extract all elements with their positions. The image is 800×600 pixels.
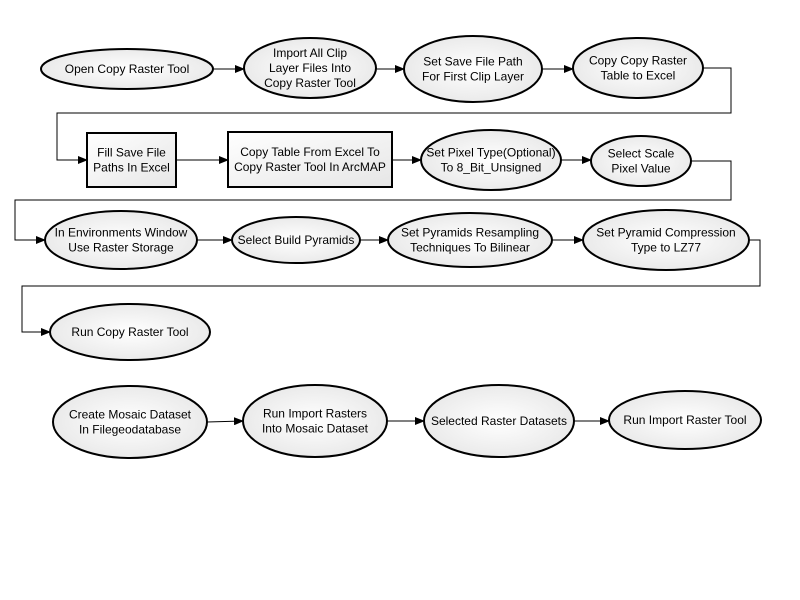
node-label-line: Select Build Pyramids [238,233,355,247]
node-shape-copy-table-from-excel [227,131,393,188]
node-label-select-build-pyramids: Select Build Pyramids [238,233,355,247]
node-label-line: To 8_Bit_Unsigned [441,161,542,175]
node-label-line: Table to Excel [601,69,676,83]
arrow-create-mosaic-dataset-to-run-import-rasters [206,417,244,426]
arrow-set-pyramid-compression-to-run-copy-raster-tool [21,239,761,336]
node-shape-fill-save-file-paths [86,132,177,188]
arrow-copy-raster-table-to-excel-to-fill-save-file-paths [56,67,732,164]
node-label-line: Run Import Rasters [263,407,367,421]
node-label-line: Select Scale [608,147,675,161]
node-shape-run-import-rasters [242,384,388,458]
node-shape-environments-raster-storage [44,210,198,270]
node-label-line: Paths In Excel [93,161,170,175]
node-label-line: Import All Clip [273,46,347,60]
node-label-line: Into Mosaic Dataset [262,422,369,436]
node-shape-create-mosaic-dataset [52,385,208,459]
node-run-import-raster-tool: Run Import Raster Tool [608,390,762,450]
node-label-line: Copy Raster Tool In ArcMAP [234,160,386,174]
node-label-line: Techniques To Bilinear [410,241,530,255]
node-shape-open-copy-raster-tool [40,48,214,90]
node-label-line: Set Pyramids Resampling [401,226,539,240]
node-shape-set-pixel-type [420,129,562,191]
node-label-line: Copy Copy Raster [589,54,687,68]
edges-layer [14,65,761,426]
node-label-open-copy-raster-tool: Open Copy Raster Tool [65,62,190,76]
node-label-line: Run Import Raster Tool [623,413,746,427]
node-label-line: Set Pyramid Compression [596,226,735,240]
node-shape-selected-raster-datasets [423,384,575,458]
node-label-line: Create Mosaic Dataset [69,408,192,422]
node-label-line: Copy Table From Excel To [240,145,380,159]
node-label-selected-raster-datasets: Selected Raster Datasets [431,414,567,428]
node-label-run-import-raster-tool: Run Import Raster Tool [623,413,746,427]
node-shape-set-pyramids-resampling [387,212,553,268]
node-label-line: Use Raster Storage [68,241,174,255]
node-label-line: Run Copy Raster Tool [71,325,188,339]
node-shape-run-copy-raster-tool [49,303,211,361]
node-shape-set-save-file-path [403,35,543,103]
node-label-line: Set Pixel Type(Optional) [426,146,555,160]
node-label-line: Fill Save File [97,146,166,160]
node-label-line: Selected Raster Datasets [431,414,567,428]
node-shape-copy-raster-table-to-excel [572,37,704,99]
node-shape-select-scale-pixel-value [590,135,692,187]
node-label-line: Copy Raster Tool [264,76,356,90]
node-label-line: Open Copy Raster Tool [65,62,190,76]
arrow-select-scale-pixel-value-to-environments-raster-storage [14,160,732,244]
node-label-line: In Environments Window [55,226,188,240]
node-open-copy-raster-tool: Open Copy Raster Tool [40,48,214,90]
node-label-line: Pixel Value [611,162,670,176]
node-shape-select-build-pyramids [231,216,361,264]
node-selected-raster-datasets: Selected Raster Datasets [423,384,575,458]
node-label-set-pixel-type: Set Pixel Type(Optional)To 8_Bit_Unsigne… [426,146,555,175]
node-select-build-pyramids: Select Build Pyramids [231,216,361,264]
node-label-line: Type to LZ77 [631,241,701,255]
node-shape-import-clip-layer-files [243,37,377,99]
node-set-pixel-type: Set Pixel Type(Optional)To 8_Bit_Unsigne… [420,129,562,191]
node-label-run-copy-raster-tool: Run Copy Raster Tool [71,325,188,339]
node-label-line: Set Save File Path [423,55,522,69]
node-label-line: Layer Files Into [269,61,351,75]
node-run-copy-raster-tool: Run Copy Raster Tool [49,303,211,361]
node-shape-set-pyramid-compression [582,209,750,271]
node-label-line: In Filegeodatabase [79,423,181,437]
node-shape-run-import-raster-tool [608,390,762,450]
node-label-line: For First Clip Layer [422,70,524,84]
